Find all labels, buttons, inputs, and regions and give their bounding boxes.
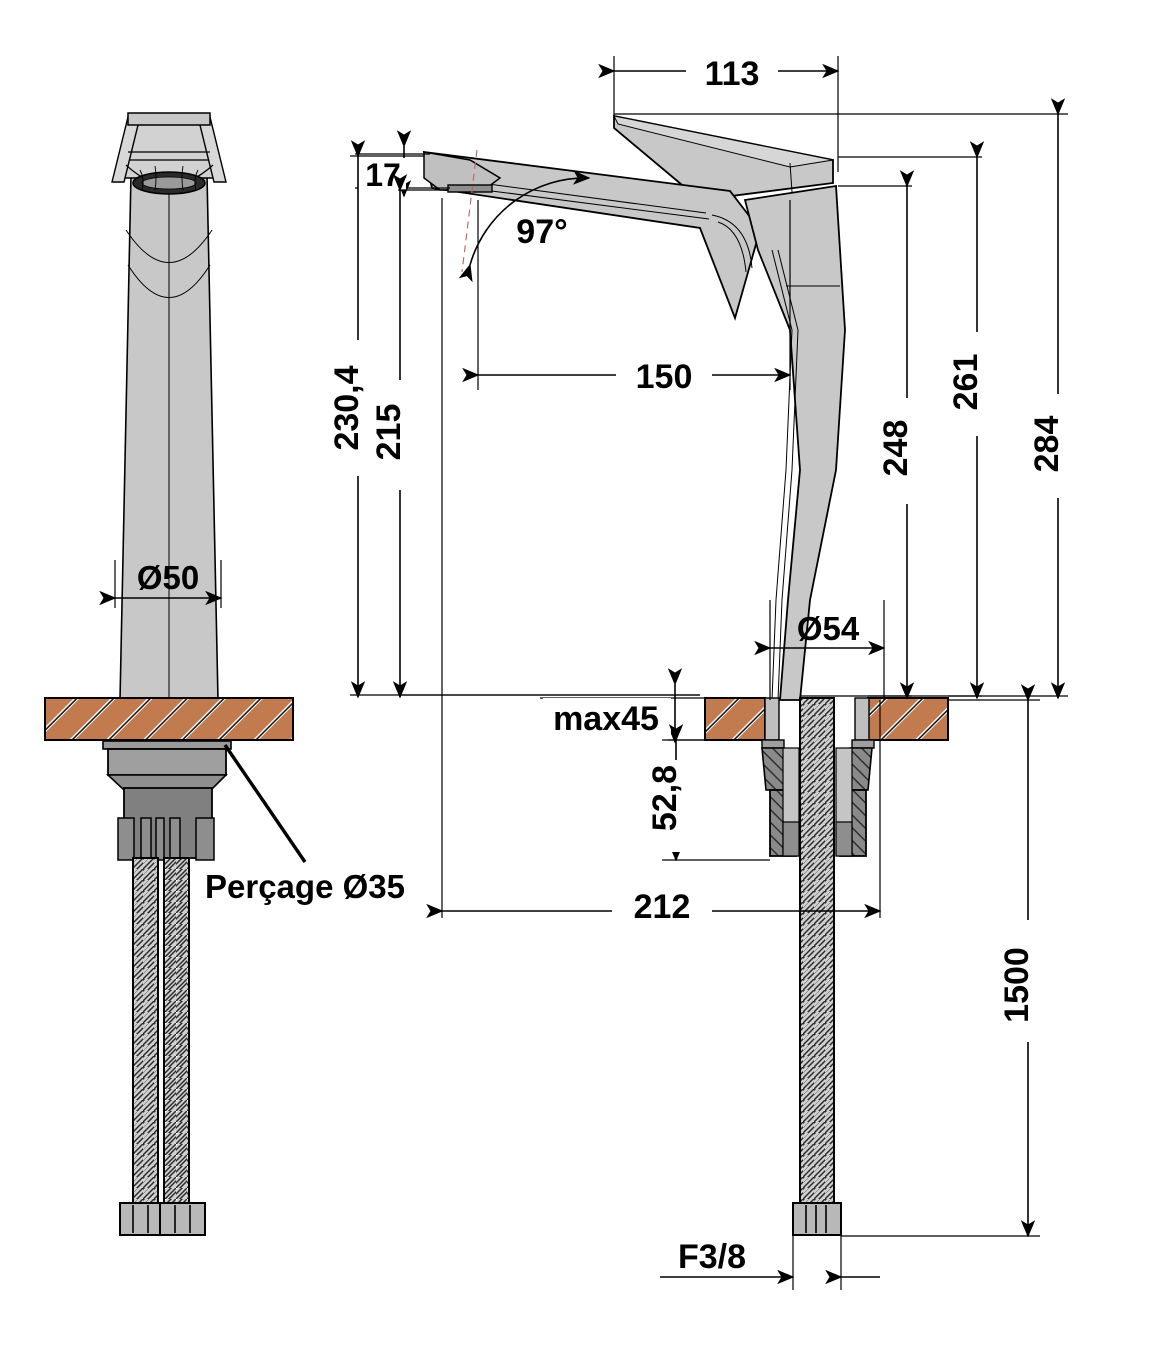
dim-label-d212: 212 [634, 888, 691, 926]
hose-fitting-right [792, 1202, 842, 1236]
column-highlight-edge [771, 249, 793, 701]
dim-label-f38: F3/8 [678, 1238, 746, 1276]
dim-label-percage: Perçage Ø35 [205, 868, 405, 905]
fitting-knurl-left [132, 1205, 191, 1233]
dim-d54: Ø54 [754, 600, 886, 700]
dim-label-d54: Ø54 [797, 610, 860, 647]
mount-washer-right-b [851, 739, 875, 749]
mount-cone-left [761, 747, 785, 791]
dim-label-d261: 261 [947, 354, 985, 411]
mount-washer-left [102, 740, 232, 750]
dim-d97: 97° [458, 149, 591, 283]
dim-label-d215: 215 [370, 404, 408, 461]
body-shoulder-curve [127, 264, 211, 298]
mount-core-base-right [835, 821, 853, 857]
dim-label-d248: 248 [877, 420, 915, 477]
mount-cone-right [849, 747, 873, 791]
dim-d248: 248 [800, 170, 929, 700]
dim-label-d113: 113 [705, 55, 760, 93]
dim-d284: 284 [614, 98, 1080, 700]
hose-fitting-left-1 [119, 1202, 166, 1236]
aerator-ring-side [447, 184, 493, 193]
mount-stud-left [764, 697, 780, 741]
dim-label-d284: 284 [1028, 416, 1066, 473]
dim-f38: F3/8 [660, 1236, 880, 1290]
column-highlight-edge-2 [777, 249, 799, 701]
dim-d261: 261 [838, 141, 999, 700]
lever-top-plate [127, 112, 211, 126]
dim-d215: 215 [370, 174, 700, 699]
faucet-column-side [743, 184, 846, 701]
mount-collar-left [107, 748, 227, 776]
mount-washer-right-a [761, 739, 785, 749]
dim-d528: 52,8 [646, 724, 770, 862]
dim-label-d17: 17 [365, 157, 401, 193]
dim-d113: 113 [598, 50, 840, 172]
mount-stud-right [854, 697, 870, 741]
aerator-ribs [139, 165, 199, 191]
countertop-right-left [704, 697, 766, 741]
mount-core-base-left [782, 821, 800, 857]
hose-left-2 [163, 857, 190, 1204]
spout-inner-radius [711, 214, 753, 269]
dim-label-d50: Ø50 [137, 559, 199, 596]
dim-d1500: 1500 [841, 684, 1052, 1238]
dim-label-dmax45: max45 [553, 700, 659, 738]
spout-inner-radius-2 [717, 221, 747, 273]
dim-percage: Perçage Ø35 [205, 744, 405, 905]
dim-d50: Ø50 [99, 559, 223, 608]
dim-label-d528: 52,8 [646, 765, 684, 831]
aerator-mesh [141, 176, 197, 190]
dim-label-d97: 97° [516, 213, 567, 251]
dim-d212: 212 [426, 198, 882, 926]
dim-d2304: 230,4 [328, 140, 700, 699]
countertop-left [44, 697, 294, 741]
front-elevation-view: Ø50 Perçage Ø35 [44, 112, 405, 1236]
hose-fitting-left-2 [159, 1202, 206, 1236]
countertop-right-right [867, 697, 949, 741]
dim-label-d1500: 1500 [998, 947, 1036, 1023]
dim-label-d150: 150 [636, 358, 693, 396]
mount-nut-flutes-left [117, 817, 215, 861]
lever-handle-seam [789, 162, 793, 193]
hose-right [799, 697, 835, 1207]
dim-d150: 150 [462, 200, 792, 396]
hose-left-1 [132, 857, 159, 1204]
dim-label-d2304: 230,4 [328, 365, 366, 450]
fitting-knurl-right [805, 1205, 827, 1233]
angle-arc [458, 170, 591, 283]
body-shoulder-curve-2 [125, 229, 213, 263]
